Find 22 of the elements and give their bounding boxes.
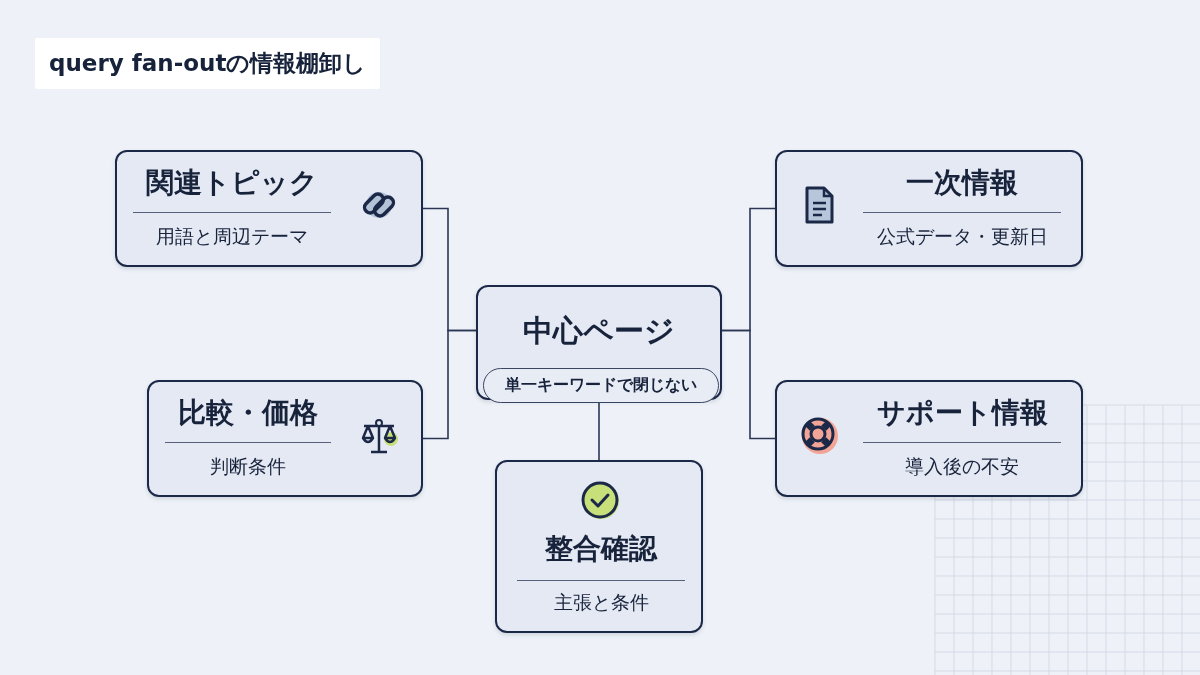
topic-card [147,380,423,497]
topic-card [115,150,423,267]
topic-card [775,380,1083,497]
node-subtitle: 公式データ・更新日 [875,224,1049,249]
node-heading: 比較・価格 [177,395,319,431]
title: query fan-outの情報棚卸し [35,38,381,89]
node-heading: 関連トピック [145,165,319,201]
node-subtitle: 判断条件 [209,454,287,479]
connector-line [598,401,600,461]
node-subtitle: 用語と周辺テーマ [155,224,309,249]
node-subtitle: 主張と条件 [552,590,650,615]
node-heading: 整合確認 [544,531,659,567]
node-heading: 一次情報 [905,165,1019,201]
tag-label: 単一キーワードで閉じない [483,368,719,403]
connector-line [422,329,477,440]
node-heading: 中心ページ [522,312,676,350]
central-topic-box [476,285,722,400]
connector-line [721,329,776,440]
topic-card [495,460,703,633]
topic-card [775,150,1083,267]
node-heading: サポート情報 [875,395,1049,431]
node-subtitle: 導入後の不安 [904,454,1020,479]
